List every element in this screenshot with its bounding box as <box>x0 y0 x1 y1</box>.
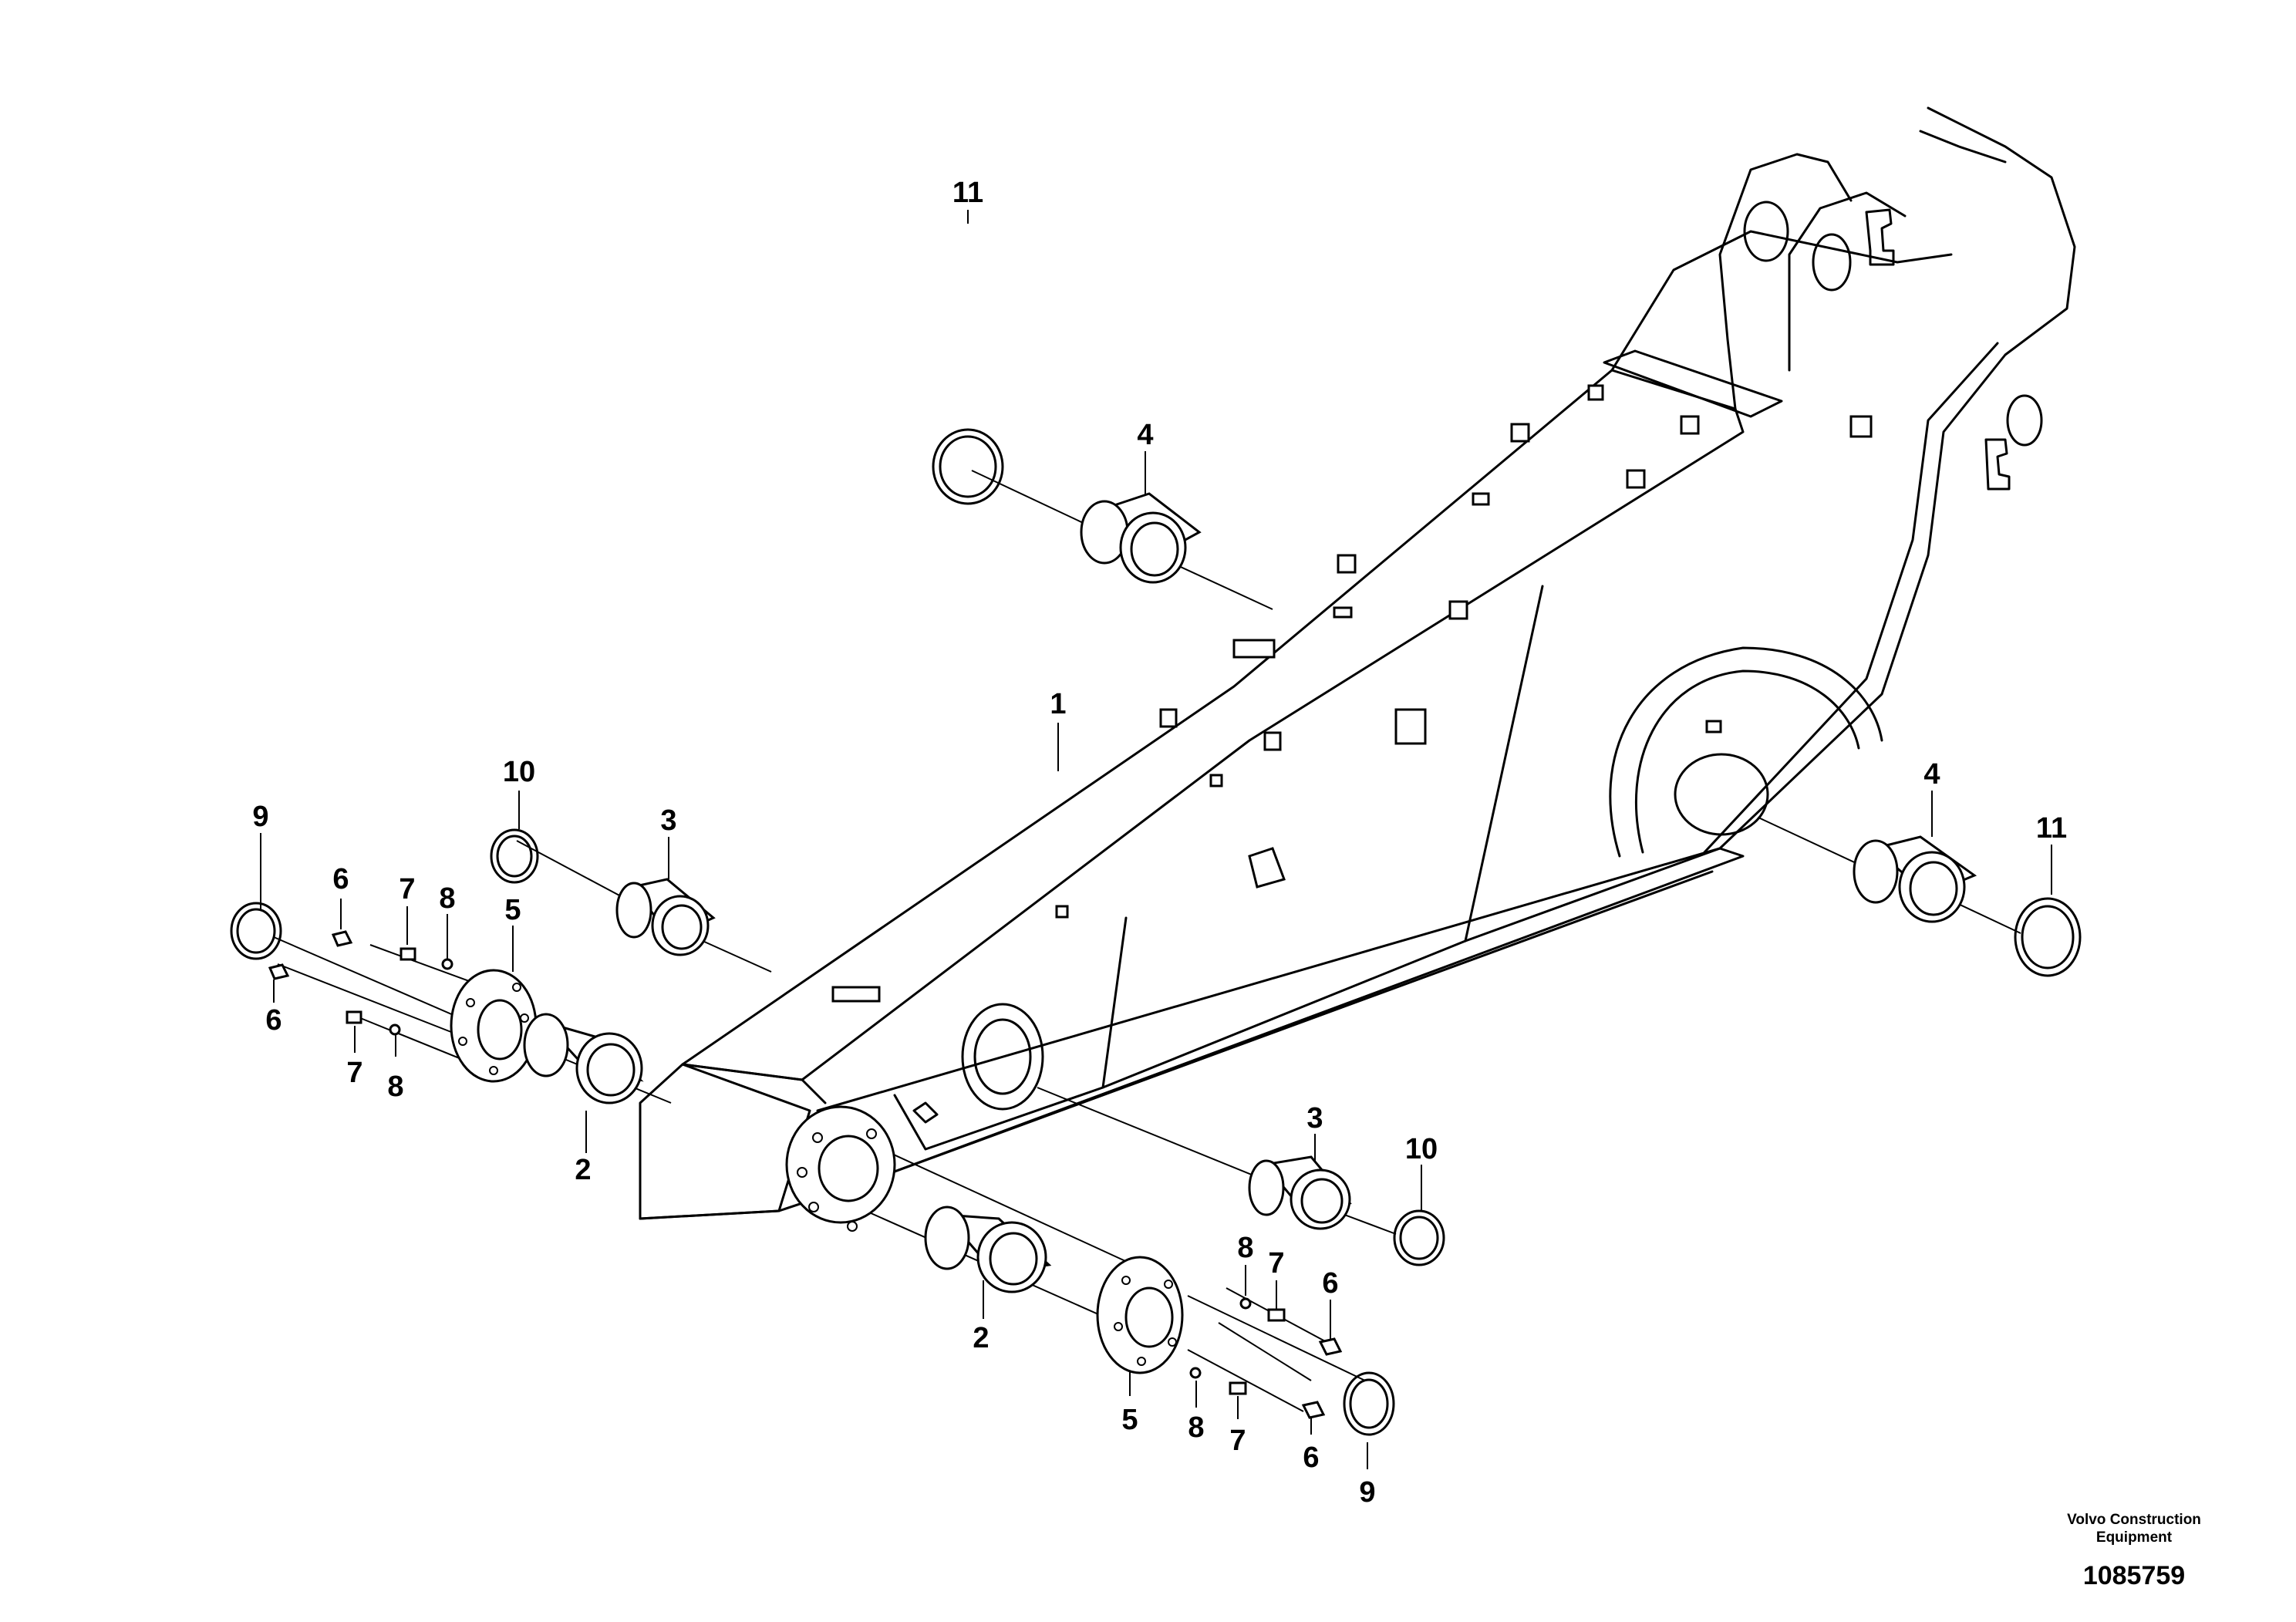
callout-8-right-lower: 8 <box>1188 1411 1204 1444</box>
part-9-ring-left <box>230 902 282 960</box>
callout-11-top: 11 <box>952 177 983 209</box>
drawing-number: 1085759 <box>2082 1561 2186 1590</box>
callout-4-top: 4 <box>1137 419 1153 451</box>
nose-end-plate <box>785 1105 896 1232</box>
callout-5-right: 5 <box>1121 1404 1138 1436</box>
part-3-bushing-left <box>615 878 716 956</box>
callout-9-right: 9 <box>1359 1476 1375 1509</box>
part-5-flange-right <box>1096 1256 1184 1374</box>
callout-6-right-lower: 6 <box>1303 1442 1319 1474</box>
callout-7-left-lower: 7 <box>346 1057 362 1089</box>
callout-1: 1 <box>1050 688 1066 720</box>
part-11-ring-right <box>2014 897 2082 977</box>
callout-11-right: 11 <box>2036 812 2067 845</box>
callout-2-left: 2 <box>575 1154 591 1186</box>
part-4-bushing-right <box>1853 835 1977 923</box>
callout-10-right: 10 <box>1405 1133 1438 1165</box>
callout-7-right-lower: 7 <box>1229 1425 1246 1457</box>
part-6-pins-left <box>268 930 353 980</box>
callout-3-left: 3 <box>660 804 676 837</box>
callout-8-left-upper: 8 <box>439 882 455 915</box>
brand-line-1: Volvo Construction <box>2067 1512 2201 1528</box>
part-2-bushing-right <box>924 1206 1052 1293</box>
callout-8-left-lower: 8 <box>387 1071 403 1103</box>
brand-label: Volvo Construction Equipment <box>2041 1511 2227 1546</box>
callout-5-left: 5 <box>504 894 521 926</box>
part-4-bushing-top <box>1080 492 1202 584</box>
part-6-7-8-bolts-right-lower <box>1189 1367 1326 1419</box>
callout-7-right-upper: 7 <box>1268 1247 1284 1280</box>
callout-labels: 11 4 1 10 3 9 6 7 8 5 6 7 8 2 3 10 4 11 … <box>252 177 2067 1509</box>
part-10-ring-right <box>1393 1209 1445 1266</box>
callout-6-left-lower: 6 <box>265 1004 282 1037</box>
callout-7-left-upper: 7 <box>399 873 415 905</box>
callout-4-right: 4 <box>1923 758 1940 791</box>
part-9-ring-right <box>1343 1371 1395 1436</box>
part-5-flange-left <box>450 969 538 1083</box>
callout-9-left: 9 <box>252 801 268 833</box>
part-11-ring-top <box>932 428 1004 505</box>
boom-body <box>639 106 2076 1220</box>
part-6-7-8-bolts-right-upper <box>1239 1297 1343 1356</box>
brand-line-2: Equipment <box>2095 1529 2173 1546</box>
callout-2-right: 2 <box>973 1322 989 1354</box>
callout-3-right: 3 <box>1306 1102 1323 1135</box>
callout-6-left-upper: 6 <box>332 863 349 895</box>
part-7-8-bolts-left <box>346 947 453 1036</box>
callout-6-right-upper: 6 <box>1322 1267 1338 1300</box>
callout-8-right-upper: 8 <box>1237 1232 1253 1264</box>
part-2-bushing-left <box>523 1013 644 1104</box>
part-10-ring-left <box>490 828 539 884</box>
part-3-bushing-right <box>1248 1155 1352 1230</box>
callout-10-left: 10 <box>503 756 535 788</box>
